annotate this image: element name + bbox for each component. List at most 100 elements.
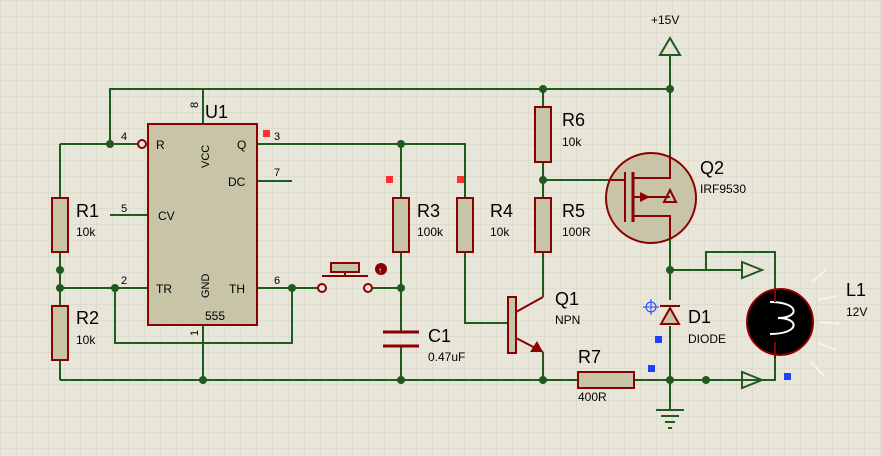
- q2-arrow-icon: [640, 192, 650, 202]
- lamp-rays: [809, 269, 841, 377]
- q1-collector: [515, 296, 544, 313]
- junction-dot: [666, 376, 674, 384]
- l1-value: 12V: [846, 305, 867, 319]
- junction-dot: [397, 284, 405, 292]
- r1-resistor[interactable]: R1 10k: [51, 197, 99, 253]
- power-arrow-icon: [658, 36, 682, 56]
- pin-dc-label: DC: [228, 175, 246, 189]
- terminal-bottom-arrow-icon[interactable]: [741, 370, 765, 390]
- r6-ref: R6: [562, 110, 585, 130]
- q1-emitter-arrow-icon: [530, 341, 543, 352]
- r5-value: 100R: [562, 225, 591, 239]
- junction-dot: [702, 376, 710, 384]
- wire-vcc-rail: [109, 88, 670, 144]
- logic-low-marker: [784, 373, 791, 380]
- r3-value: 100k: [417, 225, 444, 239]
- junction-dot: [397, 140, 405, 148]
- power-terminal[interactable]: +15V: [651, 13, 682, 56]
- switch-cap: [330, 262, 360, 273]
- q2-ref: Q2: [700, 158, 724, 178]
- pin-6-number: 6: [274, 275, 280, 287]
- q1-transistor[interactable]: Q1 NPN: [507, 289, 580, 354]
- d1-ref: D1: [688, 307, 711, 327]
- junction-dot: [199, 376, 207, 384]
- pin-tr-label: TR: [156, 282, 172, 296]
- q2-drain: [633, 215, 671, 240]
- crosshair-cursor-icon: [643, 299, 659, 315]
- r6-resistor[interactable]: R6 10k: [534, 106, 585, 163]
- junction-dot: [539, 85, 547, 93]
- q2-body-diode-icon: [662, 187, 678, 203]
- q2-mosfet[interactable]: Q2 IRF9530: [605, 152, 746, 244]
- l1-ref: L1: [846, 280, 866, 300]
- lamp-filament-icon: [769, 301, 795, 335]
- c1-ref: C1: [428, 326, 451, 346]
- pin-cv-label: CV: [158, 209, 175, 223]
- r3-ref: R3: [417, 201, 440, 221]
- r4-body: [456, 197, 474, 253]
- logic-high-marker: [386, 176, 393, 183]
- q1-ref: Q1: [555, 289, 579, 309]
- pin-th-label: TH: [229, 282, 245, 296]
- r5-ref: R5: [562, 201, 585, 221]
- l1-lamp[interactable]: L1 12V: [746, 269, 867, 377]
- pin-3-number: 3: [274, 131, 280, 143]
- pin-1-number: 1: [189, 330, 201, 336]
- pin-2-number: 2: [121, 275, 127, 287]
- r2-ref: R2: [76, 308, 99, 328]
- r4-value: 10k: [490, 225, 510, 239]
- push-button-switch[interactable]: ↑: [317, 262, 387, 293]
- r7-value: 400R: [578, 390, 607, 404]
- junction-dot: [397, 376, 405, 384]
- u1-timer[interactable]: U1 555 R CV TR Q DC TH VCC GND 4 5 2 3 7…: [121, 102, 280, 336]
- r1-value: 10k: [76, 225, 96, 239]
- switch-actuator-icon[interactable]: [375, 263, 387, 275]
- switch-actuator-glyph: ↑: [378, 266, 382, 275]
- junction-dot: [666, 85, 674, 93]
- r3-resistor[interactable]: R3 100k: [392, 197, 444, 253]
- logic-high-marker: [457, 176, 464, 183]
- junction-dot: [106, 140, 114, 148]
- d1-diode[interactable]: D1 DIODE: [659, 305, 726, 346]
- power-label: +15V: [651, 13, 679, 27]
- r5-body: [534, 197, 552, 253]
- r6-value: 10k: [562, 135, 582, 149]
- r7-ref: R7: [578, 347, 601, 367]
- r4-resistor[interactable]: R4 10k: [456, 197, 513, 253]
- logic-low-marker: [648, 365, 655, 372]
- r2-resistor[interactable]: R2 10k: [51, 305, 99, 361]
- junction-dot: [666, 266, 674, 274]
- junction-dot: [56, 266, 64, 274]
- q1-value: NPN: [555, 313, 580, 327]
- pin-vcc-label: VCC: [200, 145, 212, 168]
- r7-resistor[interactable]: R7 400R: [577, 347, 635, 404]
- switch-right-contact: [363, 283, 373, 293]
- reset-bubble-icon: [137, 139, 147, 149]
- q2-value: IRF9530: [700, 182, 746, 196]
- junctions: [56, 85, 710, 384]
- lamp-bulb-icon: [746, 288, 814, 356]
- junction-dot: [288, 284, 296, 292]
- r1-body: [51, 197, 69, 253]
- pin-gnd-label: GND: [200, 274, 212, 299]
- pin-q-label: Q: [237, 138, 246, 152]
- c1-capacitor[interactable]: C1 0.47uF: [383, 326, 465, 364]
- ground-symbol[interactable]: [656, 409, 684, 429]
- pin-5-number: 5: [121, 203, 127, 215]
- d1-triangle-icon: [659, 305, 681, 325]
- switch-left-contact: [317, 283, 327, 293]
- logic-low-marker: [655, 336, 662, 343]
- junction-dot: [56, 284, 64, 292]
- wire-lamp-top: [670, 251, 776, 290]
- r2-value: 10k: [76, 333, 96, 347]
- terminal-top-arrow-icon[interactable]: [741, 260, 765, 280]
- logic-high-marker: [263, 130, 270, 137]
- c1-value: 0.47uF: [428, 350, 465, 364]
- d1-value: DIODE: [688, 332, 726, 346]
- r5-resistor[interactable]: R5 100R: [534, 197, 591, 253]
- q1-base-bar: [507, 296, 517, 354]
- pin-4-number: 4: [121, 131, 127, 143]
- r3-body: [392, 197, 410, 253]
- pin-r-label: R: [156, 138, 165, 152]
